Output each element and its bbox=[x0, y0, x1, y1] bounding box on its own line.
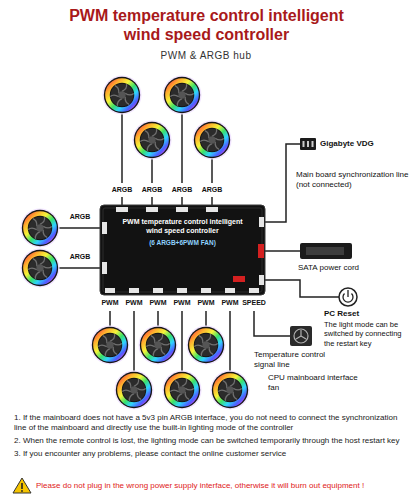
port-label: ARGB bbox=[60, 213, 100, 221]
pwm-fan bbox=[186, 325, 225, 364]
port-label: PWM bbox=[90, 299, 130, 307]
argb-fan bbox=[102, 75, 141, 114]
pwm-fan bbox=[114, 370, 153, 409]
fan-cable bbox=[109, 311, 111, 326]
pwm-fan bbox=[90, 325, 129, 364]
fan-cable bbox=[181, 311, 183, 371]
sync-port bbox=[259, 217, 264, 227]
argb-port bbox=[116, 207, 128, 212]
sync-cable bbox=[265, 144, 300, 222]
controller-box: PWM temperature control intelligent wind… bbox=[100, 205, 265, 295]
cpu-fan-symbol bbox=[294, 329, 308, 343]
controller-title: PWM temperature control intelligent wind… bbox=[116, 218, 249, 236]
port-label: PWM bbox=[138, 299, 178, 307]
warning-text: Please do not plug in the wrong power su… bbox=[36, 481, 408, 491]
port-label: ARGB bbox=[192, 186, 232, 194]
connector-pins bbox=[303, 141, 314, 147]
sync-connector bbox=[300, 138, 316, 150]
pwm-port bbox=[177, 288, 187, 293]
argb-fan bbox=[132, 120, 171, 159]
argb-port bbox=[102, 222, 107, 234]
connector-label: CPU mainboard interface fan bbox=[268, 373, 368, 392]
button-label: PC Reset bbox=[324, 309, 410, 319]
button-note: The light mode can be switched by connec… bbox=[324, 320, 410, 348]
fan-cable bbox=[121, 114, 123, 183]
fan-cable bbox=[151, 159, 153, 183]
port-label: ARGB bbox=[132, 186, 172, 194]
fan-cable bbox=[157, 311, 159, 326]
argb-fan bbox=[20, 208, 59, 247]
argb-port bbox=[206, 207, 218, 212]
pwm-port bbox=[201, 288, 211, 293]
sata-cable bbox=[265, 250, 300, 252]
power-symbol bbox=[347, 290, 348, 297]
fan-cable bbox=[229, 311, 231, 371]
speed-cable bbox=[254, 311, 290, 336]
page-title: PWM temperature control intelligent wind… bbox=[50, 6, 363, 44]
hub-port bbox=[102, 207, 264, 293]
cable-label: Temperature control signal line bbox=[254, 350, 336, 369]
hub-switch bbox=[233, 276, 245, 282]
fan-cable bbox=[133, 311, 135, 371]
sata-connector-slot bbox=[306, 247, 346, 255]
pwm-fan bbox=[162, 370, 201, 409]
warning-mark bbox=[21, 490, 23, 492]
notes-list: 1. If the mainboard does not have a 5v3 … bbox=[14, 413, 404, 462]
reset-cable bbox=[265, 280, 339, 297]
pwm-port bbox=[225, 288, 235, 293]
fan-cable bbox=[205, 311, 207, 326]
argb-fan bbox=[192, 120, 231, 159]
port-label: ARGB bbox=[102, 186, 142, 194]
hub-body-trim bbox=[103, 208, 262, 292]
subtitle: PWM & ARGB hub bbox=[56, 50, 356, 62]
argb-port bbox=[146, 207, 158, 212]
note-text: 3. If you encounter any problems, please… bbox=[14, 449, 404, 459]
argb-fan bbox=[162, 75, 201, 114]
port-label: ARGB bbox=[60, 253, 100, 261]
fan-cable bbox=[59, 227, 101, 229]
port-label: PWM bbox=[162, 299, 202, 307]
cable-label: Main board synchronization line (not con… bbox=[296, 170, 410, 189]
hub-body bbox=[100, 205, 265, 295]
fan-cable bbox=[181, 114, 183, 183]
fan-cable bbox=[59, 267, 101, 269]
argb-port bbox=[102, 262, 107, 274]
fan-cable bbox=[59, 114, 339, 371]
warning-mark bbox=[21, 483, 23, 489]
port-label: SPEED bbox=[234, 299, 274, 307]
sata-connector bbox=[300, 243, 352, 259]
reset-button bbox=[339, 288, 357, 306]
cable-label: SATA power cord bbox=[298, 263, 408, 273]
pwm-port bbox=[105, 288, 115, 293]
argb-fan bbox=[20, 248, 59, 287]
connector-pin bbox=[307, 141, 309, 147]
sata-connector-key bbox=[344, 247, 348, 255]
reset-port bbox=[259, 275, 264, 285]
fan-cable bbox=[211, 159, 213, 183]
pwm-fan bbox=[210, 370, 249, 409]
port-label: PWM bbox=[186, 299, 226, 307]
pwm-port bbox=[129, 288, 139, 293]
note-text: 2. When the remote control is lost, the … bbox=[14, 436, 404, 446]
note-text: 1. If the mainboard does not have a 5v3 … bbox=[14, 413, 404, 433]
connector-pin bbox=[303, 141, 305, 147]
speed-port bbox=[249, 288, 259, 293]
cpu-fan-blades bbox=[296, 330, 306, 339]
warning-icon bbox=[13, 478, 31, 493]
cpu-fan-header bbox=[290, 326, 312, 346]
argb-port bbox=[176, 207, 188, 212]
sata-port bbox=[258, 244, 264, 258]
connector-pin bbox=[312, 141, 314, 147]
port-label: ARGB bbox=[162, 186, 202, 194]
port-label: PWM bbox=[114, 299, 154, 307]
pwm-fan bbox=[138, 325, 177, 364]
connector-label: Gigabyte VDG bbox=[320, 139, 408, 149]
pwm-port bbox=[153, 288, 163, 293]
controller-spec: (6 ARGB+6PWM FAN) bbox=[149, 239, 216, 247]
